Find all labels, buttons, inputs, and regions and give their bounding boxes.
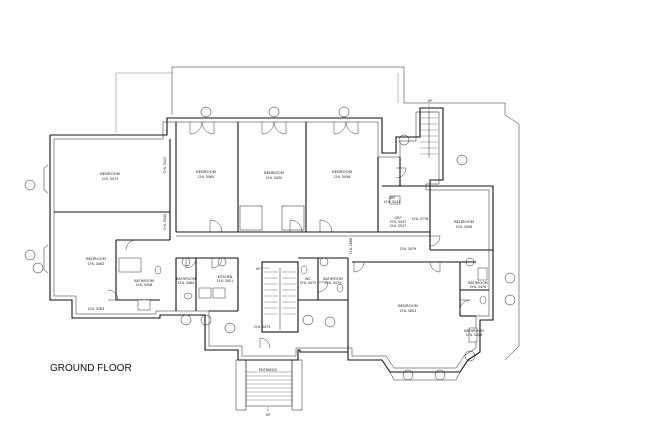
room-name-bath-s: BATHROOM [464,329,484,333]
space-codes: CHL 3520 CHL 3546 CHL 3783 CHL 3475 CHL … [88,157,429,329]
room-code-bed-w: CHL 3462 [88,262,105,266]
code-3475: CHL 3475 [254,325,271,329]
bay-windows [43,164,461,381]
room-name-grf: GRF [389,196,396,200]
room-code-bed-nw: CHL 3474 [102,177,119,181]
room-code-wc: CHL 3472 [300,281,317,285]
room-name-bed-w: BEDROOM [86,256,106,261]
room-name-bed-se: BEDROOM [398,303,418,308]
room-code-bath-2: CHL 3464 [178,281,195,285]
room-name-bath-e: BATHROOM [323,277,343,281]
room-code-bed-3: CHL 3436 [334,175,351,179]
room-code-bath-s: CHL 3404 [466,333,483,337]
room-name-bath-w: BATHROOM [134,279,154,283]
code-3546: CHL 3546 [163,214,167,231]
up-label-stair: UP [256,267,261,271]
room-code-bath-w: CHL 3458 [136,283,153,287]
room-code-bed-e: CHL 3506 [456,225,473,229]
up-label-rear: UP [428,99,433,103]
room-name-grf2: GRF [395,216,402,220]
room-code-bath-se: CHL 3476 [470,285,487,289]
room-name-bed-e: BEDROOM [454,219,474,224]
room-name-kitchen: KITCHEN [218,275,233,279]
code-3783: CHL 3783 [88,307,105,311]
doors [107,121,471,349]
room-name-entrance: ENTRANCE [259,368,277,372]
entrance-steps [235,359,303,411]
code-2888: CHL 2888 [349,238,353,255]
code-3547: CHL 3547 [390,224,407,228]
room-name-bed-3: BEDROOM [332,169,352,174]
code-3778: CHL 3778 [412,217,429,221]
room-name-bath-se: BATHROOM [468,281,488,285]
room-name-bed-nw: BEDROOM [100,171,120,176]
room-name-bed-2: BEDROOM [264,170,284,175]
room-name-bath-2: BATHROOM [176,277,196,281]
room-code-kitchen: CHL 3451 [217,279,234,283]
room-code-grf2: CHL 3437 [390,220,407,224]
code-3479: CHL 3479 [400,247,417,251]
room-name-wc: WC [305,277,311,281]
main-staircase [264,271,296,315]
up-label-entrance: UP [266,413,271,417]
code-3520: CHL 3520 [163,157,167,174]
room-code-grf: CHL 3441 [384,200,401,204]
rear-staircase [420,111,438,158]
room-labels: BEDROOM CHL 3474 BEDROOM CHL 3462 BEDROO… [86,169,488,372]
boundary-lines [115,66,520,361]
room-code-bed-se: CHL 3653 [400,309,417,313]
up-arrows: UP UP UP [256,99,433,417]
room-name-bed-1: BEDROOM [196,169,216,174]
room-code-bed-1: CHL 3465 [198,175,215,179]
bathroom-fixtures [118,195,488,343]
interior-walls [54,122,493,352]
room-code-bed-2: CHL 3430 [266,176,283,180]
fixture-markers [24,106,516,381]
floor-title: GROUND FLOOR [50,363,132,374]
room-code-bath-e: CHL 3475 [325,281,342,285]
